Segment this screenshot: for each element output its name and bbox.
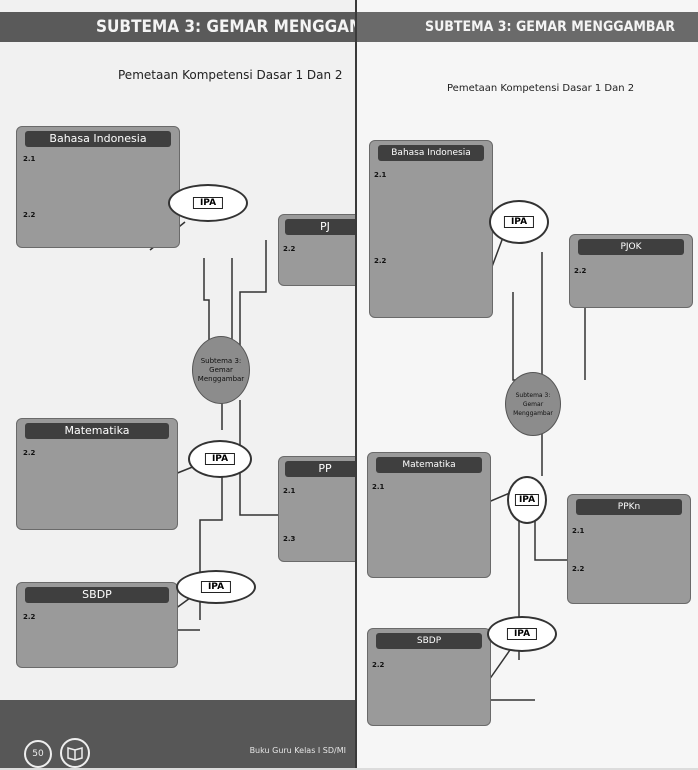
kd-number: 2.3 bbox=[283, 535, 296, 543]
kd-number: 2.2 bbox=[572, 565, 585, 573]
callout-label: IPA bbox=[506, 628, 538, 640]
right-callout-ipa-2: IPA bbox=[507, 476, 547, 524]
right-page: SUBTEMA 3: GEMAR MENGGAMBAR Pemetaan Kom… bbox=[357, 0, 698, 768]
box-title: PPKn bbox=[576, 499, 682, 515]
left-page: SUBTEMA 3: GEMAR MENGGAMBA Pemetaan Komp… bbox=[0, 0, 388, 768]
left-box-bahasa-indonesia: Bahasa Indonesia 2.1 2.2 bbox=[16, 126, 180, 248]
left-box-sbdp: SBDP 2.2 bbox=[16, 582, 178, 668]
kd-number: 2.2 bbox=[372, 661, 385, 669]
box-title: PP bbox=[285, 461, 365, 477]
box-title: Bahasa Indonesia bbox=[25, 131, 171, 147]
kd-number: 2.1 bbox=[374, 171, 387, 179]
box-title: Bahasa Indonesia bbox=[378, 145, 484, 161]
left-callout-ipa-2: IPA bbox=[188, 440, 252, 478]
kd-number: 2.1 bbox=[23, 155, 36, 163]
right-box-sbdp: SBDP 2.2 bbox=[367, 628, 491, 726]
left-box-pjok: PJ 2.2 bbox=[278, 214, 370, 286]
box-title: SBDP bbox=[25, 587, 169, 603]
callout-label: IPA bbox=[200, 581, 232, 593]
right-center-subtema: Subtema 3: Gemar Menggambar bbox=[505, 372, 561, 436]
callout-label: IPA bbox=[503, 216, 535, 228]
kd-number: 2.1 bbox=[283, 487, 296, 495]
box-title: PJOK bbox=[578, 239, 684, 255]
right-subtitle: Pemetaan Kompetensi Dasar 1 Dan 2 bbox=[447, 83, 635, 94]
box-title: Matematika bbox=[25, 423, 169, 439]
left-subtitle: Pemetaan Kompetensi Dasar 1 Dan 2 bbox=[118, 68, 343, 82]
right-box-ppkn: PPKn 2.1 2.2 bbox=[567, 494, 691, 604]
callout-label: IPA bbox=[204, 453, 236, 465]
box-title: PJ bbox=[285, 219, 365, 235]
right-callout-ipa-1: IPA bbox=[489, 200, 549, 244]
kd-number: 2.2 bbox=[23, 211, 36, 219]
callout-label: IPA bbox=[514, 494, 540, 506]
left-box-matematika: Matematika 2.2 bbox=[16, 418, 178, 530]
kd-number: 2.2 bbox=[283, 245, 296, 253]
box-title: SBDP bbox=[376, 633, 482, 649]
right-callout-ipa-3: IPA bbox=[487, 616, 557, 652]
left-box-ppkn: PP 2.1 2.3 bbox=[278, 456, 370, 562]
kd-number: 2.2 bbox=[574, 267, 587, 275]
right-banner-title: SUBTEMA 3: GEMAR MENGGAMBAR bbox=[357, 12, 698, 42]
left-banner-title: SUBTEMA 3: GEMAR MENGGAMBA bbox=[0, 12, 388, 42]
page-number: 50 bbox=[24, 740, 52, 768]
kd-number: 2.1 bbox=[572, 527, 585, 535]
left-callout-ipa-3: IPA bbox=[176, 570, 256, 604]
callout-label: IPA bbox=[192, 197, 224, 209]
kd-number: 2.2 bbox=[374, 257, 387, 265]
left-footer bbox=[0, 700, 356, 768]
footer-book-title: Buku Guru Kelas I SD/MI bbox=[249, 746, 346, 755]
kd-number: 2.2 bbox=[23, 613, 36, 621]
left-center-subtema: Subtema 3: Gemar Menggambar bbox=[192, 336, 250, 404]
page-divider bbox=[355, 0, 357, 768]
right-box-pjok: PJOK 2.2 bbox=[569, 234, 693, 308]
right-box-matematika: Matematika 2.1 bbox=[367, 452, 491, 578]
kd-number: 2.2 bbox=[23, 449, 36, 457]
left-callout-ipa-1: IPA bbox=[168, 184, 248, 222]
right-box-bahasa-indonesia: Bahasa Indonesia 2.1 2.2 bbox=[369, 140, 493, 318]
book-icon bbox=[60, 738, 90, 768]
box-title: Matematika bbox=[376, 457, 482, 473]
kd-number: 2.1 bbox=[372, 483, 385, 491]
